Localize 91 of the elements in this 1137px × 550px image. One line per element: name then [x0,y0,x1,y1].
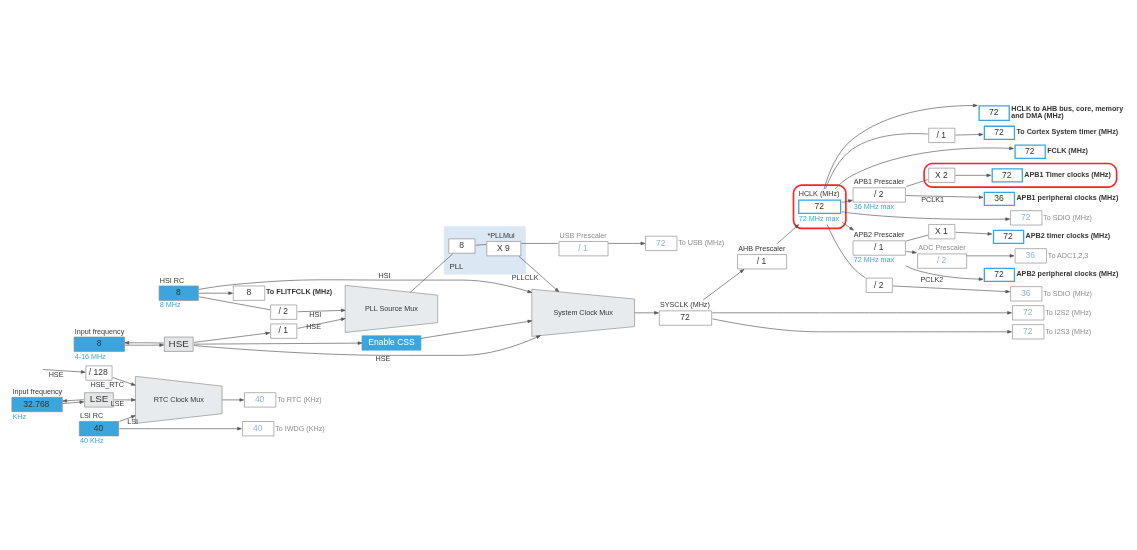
arrow [297,308,346,312]
node-label: KHz [12,411,27,421]
arrow [966,253,1015,258]
arrow [955,173,992,177]
arrow [823,103,978,189]
node-label: 8 MHz [159,299,181,309]
node-box: PLL Source Mux [344,284,439,333]
node-label: 40 KHz [79,435,104,445]
arrow [905,250,917,254]
node-label: APB2 timer clocks (MHz) [1025,230,1111,240]
node-label: USB Prescaler [559,230,607,240]
node-label: To RTC (KHz) [277,394,322,404]
node-label: 36 MHz max [853,201,895,211]
node-label: HCLK to AHB bus, core, memory and DMA (MHz) [1011,103,1124,120]
node-label: To I2S2 (MHz) [1045,307,1092,317]
node-label: HCLK (MHz) [798,188,840,198]
edge-label: PCLK1 [921,194,945,204]
connector [825,132,929,189]
edge-label: HSI [378,270,391,280]
node-label: Input frequency [74,326,125,336]
node-label: SYSCLK (MHz) [659,299,710,309]
arrow [193,340,363,345]
node-label: APB1 Prescaler [853,176,905,186]
arrow [834,146,1014,189]
edge-label: HSE_RTC [90,379,124,389]
arrow [193,331,271,343]
arrow [119,426,242,430]
arrow [841,221,854,231]
node-label: To IWDG (KHz) [275,423,325,433]
edge-label: HSE [48,369,64,379]
arrow [955,132,984,136]
arrow [955,231,993,236]
connector [475,243,487,245]
arrow [198,290,233,295]
node-label: To SDIO (MHz) [1043,212,1092,222]
arrow [841,210,1010,221]
arrow [712,310,1012,314]
node-label: To USB (MHz) [678,237,725,247]
arrow [608,241,646,245]
node-label: To SDIO (MHz) [1043,288,1092,298]
arrow [198,279,532,293]
node-box: Enable CSS [361,334,422,350]
arrow [113,397,136,402]
node-label: APB1 peripheral clocks (MHz) [1016,192,1119,202]
node-label: To Cortex System timer (MHz) [1016,126,1119,136]
arrow [518,255,560,292]
arrow [42,368,86,374]
arrow [905,264,984,281]
arrow [841,198,853,203]
node-label: To ADC1,2,3 [1047,250,1089,260]
node-label: HSI RC [159,275,185,285]
node-label: FCLK (MHz) [1047,145,1088,155]
connector [905,178,929,187]
node-label: 72 MHz max [798,213,840,223]
connector [905,234,929,241]
arrow [420,319,533,339]
arrow [124,342,164,347]
edge-label: HSI [309,309,322,319]
arrow [712,318,1012,333]
node-label: 72 MHz max [853,254,895,264]
arrow [892,285,1011,293]
node-label: *PLLMul [487,230,515,240]
node-label: To I2S3 (MHz) [1045,326,1092,336]
node-label: To FLITFCLK (MHz) [266,286,333,296]
edge-label: LSI [127,416,139,426]
node-label: LSI RC [79,410,104,420]
connector [826,223,866,278]
arrow [221,397,245,402]
edge-label: PCLK2 [920,274,944,284]
arrow [297,317,346,329]
node-label: APB2 peripheral clocks (MHz) [1016,268,1119,278]
arrow [119,414,136,422]
connector [198,295,271,310]
arrow [124,340,164,344]
arrow [634,310,659,314]
node-label: APB1 Timer clocks (MHz) [1024,169,1111,179]
node-label: Input frequency [12,386,63,396]
arrow [702,268,745,300]
arrow [776,223,800,244]
node-label: ADC Prescaler [918,242,966,252]
node-label: 4-16 MHz [74,351,106,361]
connector [521,242,559,244]
arrow [905,194,984,199]
node-label: APB2 Prescaler [853,229,905,239]
edge-label: HSE [375,353,391,363]
cluster [923,162,1118,188]
edge-label: HSE [306,321,321,331]
edge-label: PLLCLK [511,272,539,282]
node-label: AHB Prescaler [738,243,786,253]
connector [410,253,453,293]
arrow [112,376,136,386]
